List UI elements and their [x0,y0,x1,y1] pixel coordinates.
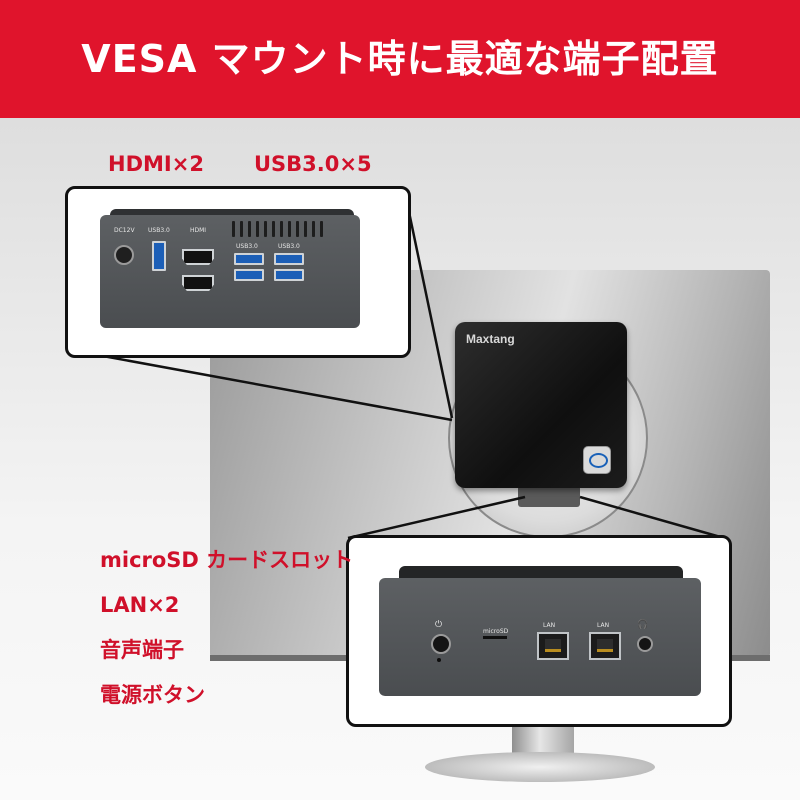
feature-lan: LAN×2 [100,593,180,617]
rear-device-body: DC12V USB3.0 HDMI USB3.0 USB3.0 [100,215,360,328]
vent-slot [288,221,291,237]
dc-power-jack [114,245,134,265]
header-banner [0,0,800,118]
leader-line-back-bottom [69,348,453,422]
lan-port-2 [589,632,621,660]
intel-inside-icon [583,446,611,474]
front-device-body: ⏻ microSD LAN LAN 🎧 [379,578,701,696]
monitor-stand-base [425,752,655,782]
usb-port-4 [274,253,304,265]
feature-power: 電源ボタン [100,683,205,707]
vent-slot [304,221,307,237]
usb-label-1: USB3.0 [148,227,170,234]
vent-slot [240,221,243,237]
front-panel-callout: ⏻ microSD LAN LAN 🎧 [346,535,732,727]
microsd-label: microSD [483,628,509,635]
lan-label-2: LAN [597,622,610,629]
power-icon: ⏻ [435,620,443,630]
dc-label: DC12V [114,227,135,234]
vent-slot [272,221,275,237]
hdmi-port-2 [182,275,214,291]
banner-title: VESA マウント時に最適な端子配置 [81,37,719,81]
hdmi-port-1 [182,249,214,265]
feature-audio: 音声端子 [100,638,184,662]
lan-port-1 [537,632,569,660]
usb-label-2: USB3.0 [236,243,258,250]
vent-slot [296,221,299,237]
usb-port-3 [234,269,264,281]
feature-list: microSD カードスロット LAN×2 音声端子 電源ボタン [100,548,353,728]
microsd-slot [483,636,507,639]
leader-line-front-right [579,495,725,540]
vent-slot [232,221,235,237]
usb-port-5 [274,269,304,281]
brand-logo: Maxtang [466,332,515,346]
vent-slot [320,221,323,237]
usb-label-3: USB3.0 [278,243,300,250]
usb-count-label: USB3.0×5 [254,152,372,176]
feature-microsd: microSD カードスロット [100,548,354,572]
vent-slot [280,221,283,237]
leader-line-back-right [402,187,454,419]
leader-line-front-left [347,495,526,540]
power-led [437,658,441,662]
rear-panel-callout: DC12V USB3.0 HDMI USB3.0 USB3.0 [65,186,411,358]
vent-slot [312,221,315,237]
headphone-icon: 🎧 [637,620,649,630]
usb-port-2 [234,253,264,265]
vent-slot [256,221,259,237]
hdmi-count-label: HDMI×2 [108,152,204,176]
vent-slot [264,221,267,237]
power-button [431,634,451,654]
lan-label-1: LAN [543,622,556,629]
vesa-bracket [518,485,580,507]
hdmi-label: HDMI [190,227,207,234]
audio-jack [637,636,653,652]
vent-slot [248,221,251,237]
usb-port-vertical [152,241,166,271]
